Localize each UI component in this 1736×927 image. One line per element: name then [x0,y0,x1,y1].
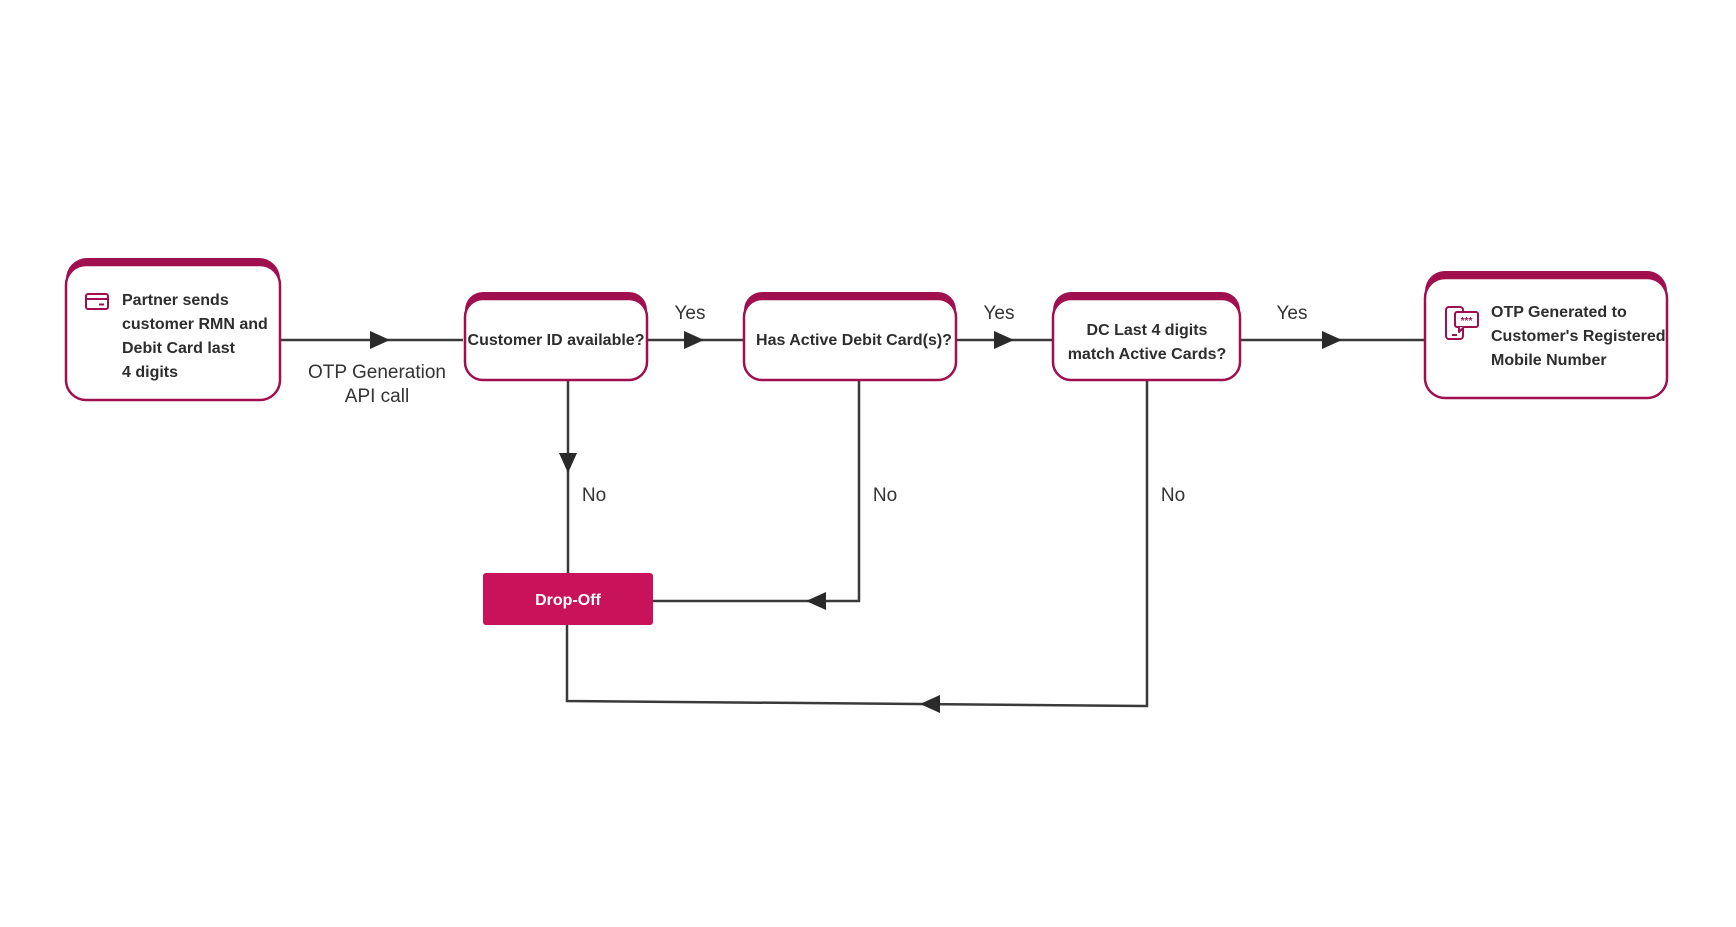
node-active-debit-label: Has Active Debit Card(s)? [756,332,952,349]
node-customer-id-box [463,297,649,382]
node-drop-off-label: Drop-Off [535,592,601,609]
node-otp-generated-line-3: Mobile Number [1491,352,1607,369]
edge-label-no: No [582,485,606,506]
node-dc-match-box [1051,297,1242,382]
arrow-head [994,331,1014,349]
credit-card-icon [85,293,109,310]
node-dc-match-line-2: match Active Cards? [1068,346,1227,363]
edge-label-no: No [1161,485,1185,506]
node-otp-generated: *** OTP Generated to Customer's Register… [1423,271,1669,400]
edge-label-api-call-line-2: API call [345,386,409,407]
edge-labels: OTP Generation API call Yes Yes Yes No N… [308,303,1308,506]
node-otp-generated-box [1423,276,1669,400]
svg-text:***: *** [1461,316,1473,327]
node-partner-line-2: customer RMN and [122,316,268,333]
node-active-debit-box [742,297,958,382]
node-dc-match-line-1: DC Last 4 digits [1087,322,1208,339]
edge-label-api-call-line-1: OTP Generation [308,362,446,383]
edge-label-yes: Yes [984,303,1015,324]
edges [280,331,1425,713]
node-drop-off: Drop-Off [483,573,653,625]
node-partner: Partner sends customer RMN and Debit Car… [64,258,282,402]
arrow-head [1322,331,1342,349]
node-customer-id-label: Customer ID available? [468,332,645,349]
arrow-head [806,592,826,610]
arrow-head [559,453,577,473]
edge-dc-match-to-drop-off [565,380,1149,708]
edge-label-yes: Yes [675,303,706,324]
node-partner-line-3: Debit Card last [122,340,236,357]
edge-label-yes: Yes [1277,303,1308,324]
node-otp-generated-line-1: OTP Generated to [1491,304,1627,321]
node-dc-match: DC Last 4 digits match Active Cards? [1051,292,1242,382]
arrow-head [920,695,940,713]
node-partner-line-1: Partner sends [122,292,229,309]
edge-active-debit-to-drop-off [653,380,861,603]
node-drop-off-box [483,573,653,625]
arrow-head [684,331,704,349]
node-active-debit: Has Active Debit Card(s)? [742,292,958,382]
mobile-otp-icon: *** [1445,306,1479,340]
node-partner-line-4: 4 digits [122,364,178,381]
node-customer-id: Customer ID available? [463,292,649,382]
node-partner-box [64,263,282,402]
arrow-head [370,331,390,349]
node-otp-generated-line-2: Customer's Registered [1491,328,1666,345]
edge-label-no: No [873,485,897,506]
